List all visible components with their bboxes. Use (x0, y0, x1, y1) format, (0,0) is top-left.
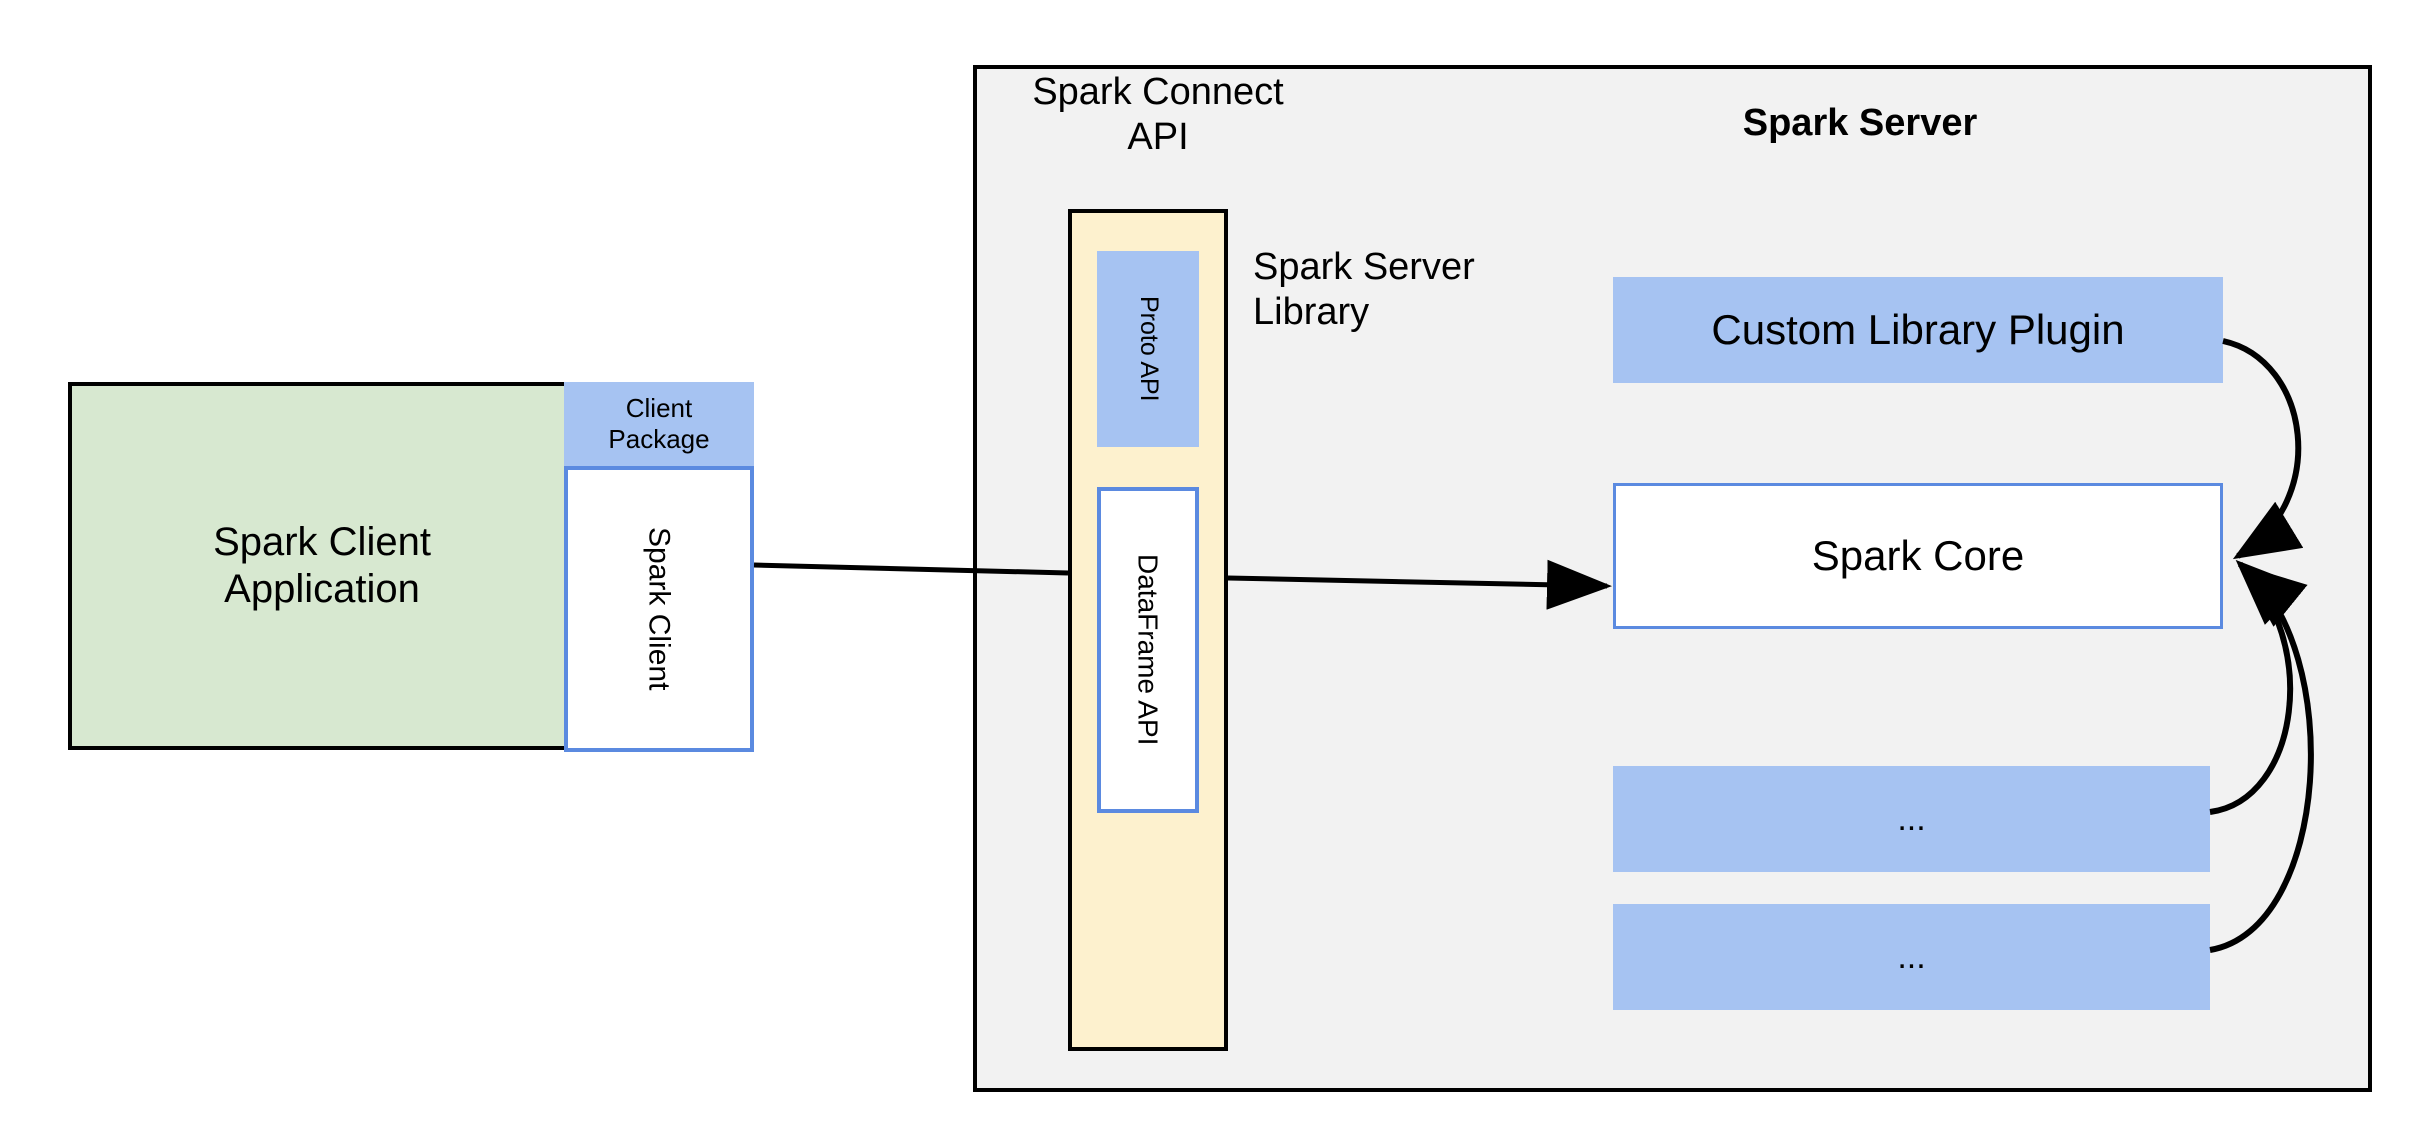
spark-client-application-box: Spark Client Application (68, 382, 576, 750)
spark-core-box: Spark Core (1613, 483, 2223, 629)
spark-connect-api-label: Spark Connect API (1013, 70, 1303, 166)
custom-library-plugin-box: Custom Library Plugin (1613, 277, 2223, 383)
spark-connect-api-line1: Spark Connect (1032, 71, 1284, 113)
spark-server-library-label: Spark Server Library (1253, 245, 1523, 345)
client-package-line2: Package (608, 424, 710, 454)
spark-client-application-label: Spark Client Application (213, 519, 431, 613)
spark-server-title: Spark Server (1742, 101, 1978, 144)
spark-client-label: Spark Client (642, 527, 676, 691)
spark-client-box: Spark Client (564, 466, 754, 752)
dataframe-api-box: DataFrame API (1097, 487, 1199, 813)
spark-client-application-line2: Application (224, 567, 420, 611)
ellipsis-box-one: ... (1613, 766, 2210, 872)
client-package-line1: Client (625, 393, 693, 424)
spark-server-library-line2: Library (1253, 290, 1370, 333)
client-package-label: Client Package (608, 393, 709, 454)
spark-client-application-line1: Spark Client (213, 519, 431, 564)
client-package-box: Client Package (564, 382, 754, 466)
dataframe-api-label: DataFrame API (1132, 554, 1164, 746)
spark-connect-api-line2: API (1127, 115, 1189, 158)
spark-server-library-line1: Spark Server (1253, 246, 1475, 288)
ellipsis-box-two: ... (1613, 904, 2210, 1010)
proto-api-label: Proto API (1134, 296, 1163, 402)
proto-api-box: Proto API (1097, 251, 1199, 447)
